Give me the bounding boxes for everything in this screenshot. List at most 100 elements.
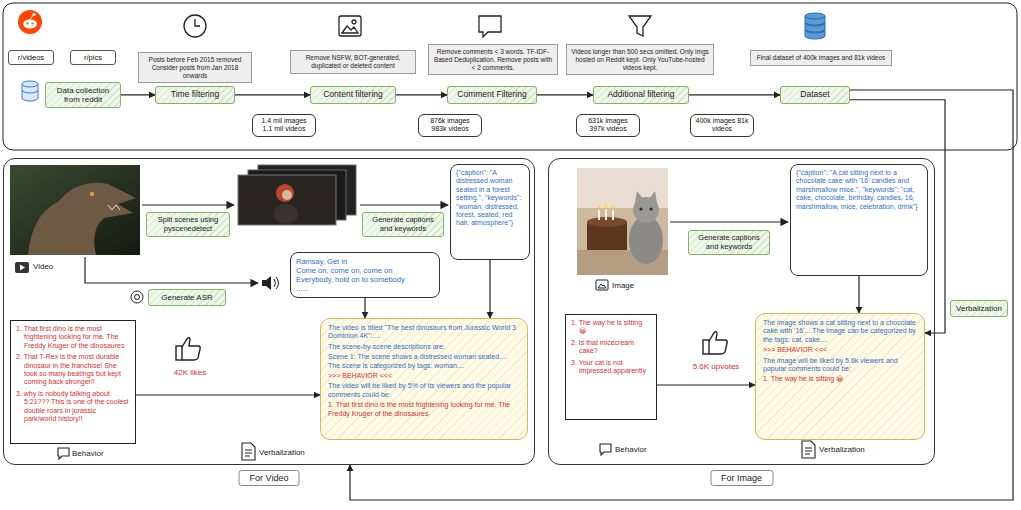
funnel-icon xyxy=(629,16,651,36)
section-panel: For ImageGenerate captions and keywords{… xyxy=(548,158,935,465)
comment-box: 1. That first dino is the most frighteni… xyxy=(10,320,136,444)
video-thumbnail xyxy=(90,192,94,196)
cat-photo xyxy=(629,216,663,264)
connector xyxy=(136,394,320,395)
node-text: 2. That T-Rex is the most durable dinosa… xyxy=(16,353,130,387)
speaker-icon xyxy=(262,276,279,290)
scene-frames xyxy=(282,190,292,200)
node-text: Ramsay, Get in xyxy=(296,257,434,266)
node-text: Comment Filtering xyxy=(452,90,532,100)
node-text: r/pics xyxy=(73,53,113,62)
node-text: Come on, come on, come on xyxy=(296,266,434,275)
comment-icon xyxy=(58,448,69,459)
node-text: Everybody, hold on to somebody xyxy=(296,275,434,284)
document-icon xyxy=(245,450,252,456)
funnel-icon xyxy=(629,16,651,36)
node-text: Final dataset of 400k images and 81k vid… xyxy=(755,54,887,62)
node-text: 1. That first dino is the most frighteni… xyxy=(16,325,130,350)
note-box: Remove NSFW, BOT-generated, duplicated o… xyxy=(290,50,416,74)
node-text: Split scenes using pyscenedetect xyxy=(151,216,225,233)
comment-icon xyxy=(479,16,501,37)
process-box: Generate captions and keywords xyxy=(688,230,770,255)
node-text: Generate ASR xyxy=(153,293,221,302)
subreddit-tag: r/pics xyxy=(70,50,116,65)
node-text: Remove NSFW, BOT-generated, duplicated o… xyxy=(295,54,411,70)
reddit-logo xyxy=(32,13,35,16)
play-icon xyxy=(20,265,25,271)
caption-label: Verbalization xyxy=(259,448,305,457)
node-text: r/videos xyxy=(11,53,51,62)
reddit-logo xyxy=(18,10,42,34)
cat-photo xyxy=(604,204,608,208)
node-text: The image will be liked by 5.6k viewers … xyxy=(763,357,917,374)
cat-photo xyxy=(639,207,642,210)
scene-frames xyxy=(238,175,336,225)
verbalization-box: The image shows a cat sitting next to a … xyxy=(755,313,925,440)
node-text: Additional filtering xyxy=(598,90,684,100)
node-text: Dataset xyxy=(785,90,845,100)
panel-title: For Video xyxy=(239,470,300,486)
caption-label: Image xyxy=(612,281,634,290)
document-icon xyxy=(805,448,812,454)
connector xyxy=(489,260,490,318)
reddit-logo xyxy=(31,22,33,24)
node-text: 3. Your cat is not impressed apparently xyxy=(571,359,651,376)
comment-box: 1. The way he is sitting 😀2. Is that mic… xyxy=(565,314,657,420)
node-text: The video will be liked by 5% of its vie… xyxy=(328,382,520,399)
connector xyxy=(537,94,593,95)
process-box: Content filtering xyxy=(310,86,396,104)
comment-icon xyxy=(58,448,69,459)
node-text: Time filtering xyxy=(160,90,230,100)
node-text: 3. why is nobody talking about 5:21??? T… xyxy=(16,390,130,424)
openai-icon xyxy=(131,291,143,303)
thumbs-up-icon xyxy=(182,338,200,361)
json-box: {"caption": "A cat sitting next to a cho… xyxy=(790,164,928,276)
document-icon xyxy=(802,441,815,458)
json-box: Ramsay, Get inCome on, come on, come onE… xyxy=(290,252,440,298)
connector xyxy=(121,94,155,95)
document-icon xyxy=(802,441,815,458)
node-text: 876k images 983k videos xyxy=(422,117,478,134)
comment-icon xyxy=(479,16,501,37)
database-icon xyxy=(22,81,38,87)
connector xyxy=(858,276,859,313)
caption-label: Behavior xyxy=(615,445,647,454)
subreddit-tag: r/videos xyxy=(8,50,54,65)
panel-title: For Image xyxy=(710,470,773,486)
image-icon xyxy=(352,20,356,24)
count-box: 1.4 mil images 1.1 mil videos xyxy=(252,114,316,137)
video-thumbnail xyxy=(10,165,140,255)
document-icon xyxy=(242,443,255,460)
caption-label: 5.6K upvotes xyxy=(684,362,748,371)
image-icon xyxy=(598,284,606,288)
process-box: Verbalization xyxy=(950,300,1008,317)
pipeline-panel xyxy=(3,3,1017,150)
verbalization-box: The video is titled "The best dinosaurs … xyxy=(320,318,528,440)
process-box: Generate ASR xyxy=(148,289,226,306)
scene-frames xyxy=(276,184,294,202)
node-text: >>> BEHAVIOR <<< xyxy=(763,346,917,354)
flow-arrow xyxy=(670,221,788,222)
openai-icon xyxy=(135,295,140,300)
caption-label: 42K likes xyxy=(158,368,222,377)
thumbs-up-icon xyxy=(703,332,727,355)
node-text: >>> BEHAVIOR <<< xyxy=(328,372,520,380)
connector xyxy=(689,94,780,95)
cat-photo xyxy=(577,168,668,275)
play-icon xyxy=(15,262,29,273)
speaker-icon xyxy=(274,277,279,289)
count-box: 876k images 983k videos xyxy=(418,114,482,137)
image-icon xyxy=(596,280,608,290)
section-panel: For VideoSplit scenes using pyscenedetec… xyxy=(3,158,535,465)
video-thumbnail xyxy=(10,165,140,255)
comment-icon xyxy=(600,444,611,455)
node-text: Videos longer than 500 secs omitted. Onl… xyxy=(571,48,709,71)
caption-label: Verbalization xyxy=(819,445,865,454)
openai-icon xyxy=(131,291,143,303)
node-text: The video is titled "The best dinosaurs … xyxy=(328,324,520,341)
node-text: Generate captions and keywords xyxy=(693,234,765,251)
scene-frames xyxy=(238,165,356,225)
connector xyxy=(396,94,447,95)
clock-icon xyxy=(184,15,206,37)
database-icon xyxy=(22,81,38,101)
